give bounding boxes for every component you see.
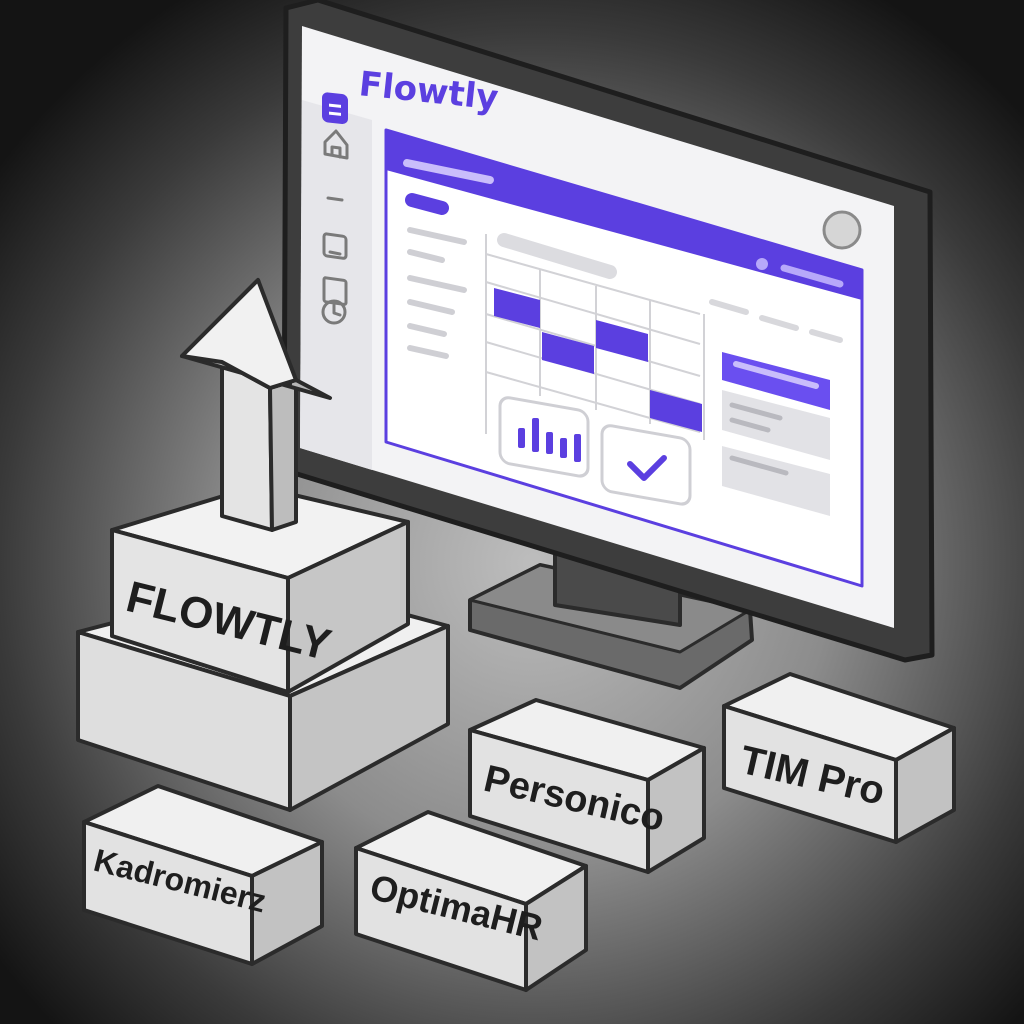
competitor-box-tim-pro (722, 672, 956, 844)
card-menu-active[interactable] (405, 193, 449, 215)
check-icon (627, 455, 667, 481)
competitor-box-kadromierz (82, 784, 324, 966)
pedestal-base-side (288, 624, 450, 812)
header-title-bar (403, 159, 494, 184)
pedestal (76, 484, 450, 812)
competitor-box-personico (468, 698, 706, 874)
bar-chart-icon (518, 418, 581, 462)
sidebar (300, 100, 372, 470)
sidebar-nav (321, 129, 349, 325)
app-logo (322, 92, 348, 124)
shift-block[interactable] (650, 390, 702, 432)
header-status-dot (756, 258, 768, 270)
chart-widget[interactable] (498, 396, 590, 478)
calendar-icon[interactable] (322, 196, 348, 260)
app-header-bar (386, 130, 862, 300)
grid-search-bar (497, 233, 617, 279)
shift-block[interactable] (494, 288, 540, 328)
logo-mark (322, 92, 348, 124)
right-panel (722, 352, 830, 516)
avatar[interactable] (822, 210, 862, 250)
pedestal-top-side (286, 520, 410, 694)
competitor-box-optimahr (354, 810, 588, 992)
clock-icon[interactable] (321, 299, 347, 325)
schedule-grid (485, 233, 843, 440)
document-icon[interactable] (322, 250, 348, 306)
home-icon[interactable] (323, 129, 349, 160)
up-arrow-icon (180, 278, 332, 532)
shift-block[interactable] (596, 320, 648, 362)
shift-block[interactable] (542, 332, 594, 374)
header-user-bar (780, 264, 844, 288)
approve-widget[interactable] (600, 424, 692, 506)
card-menu (405, 193, 467, 359)
